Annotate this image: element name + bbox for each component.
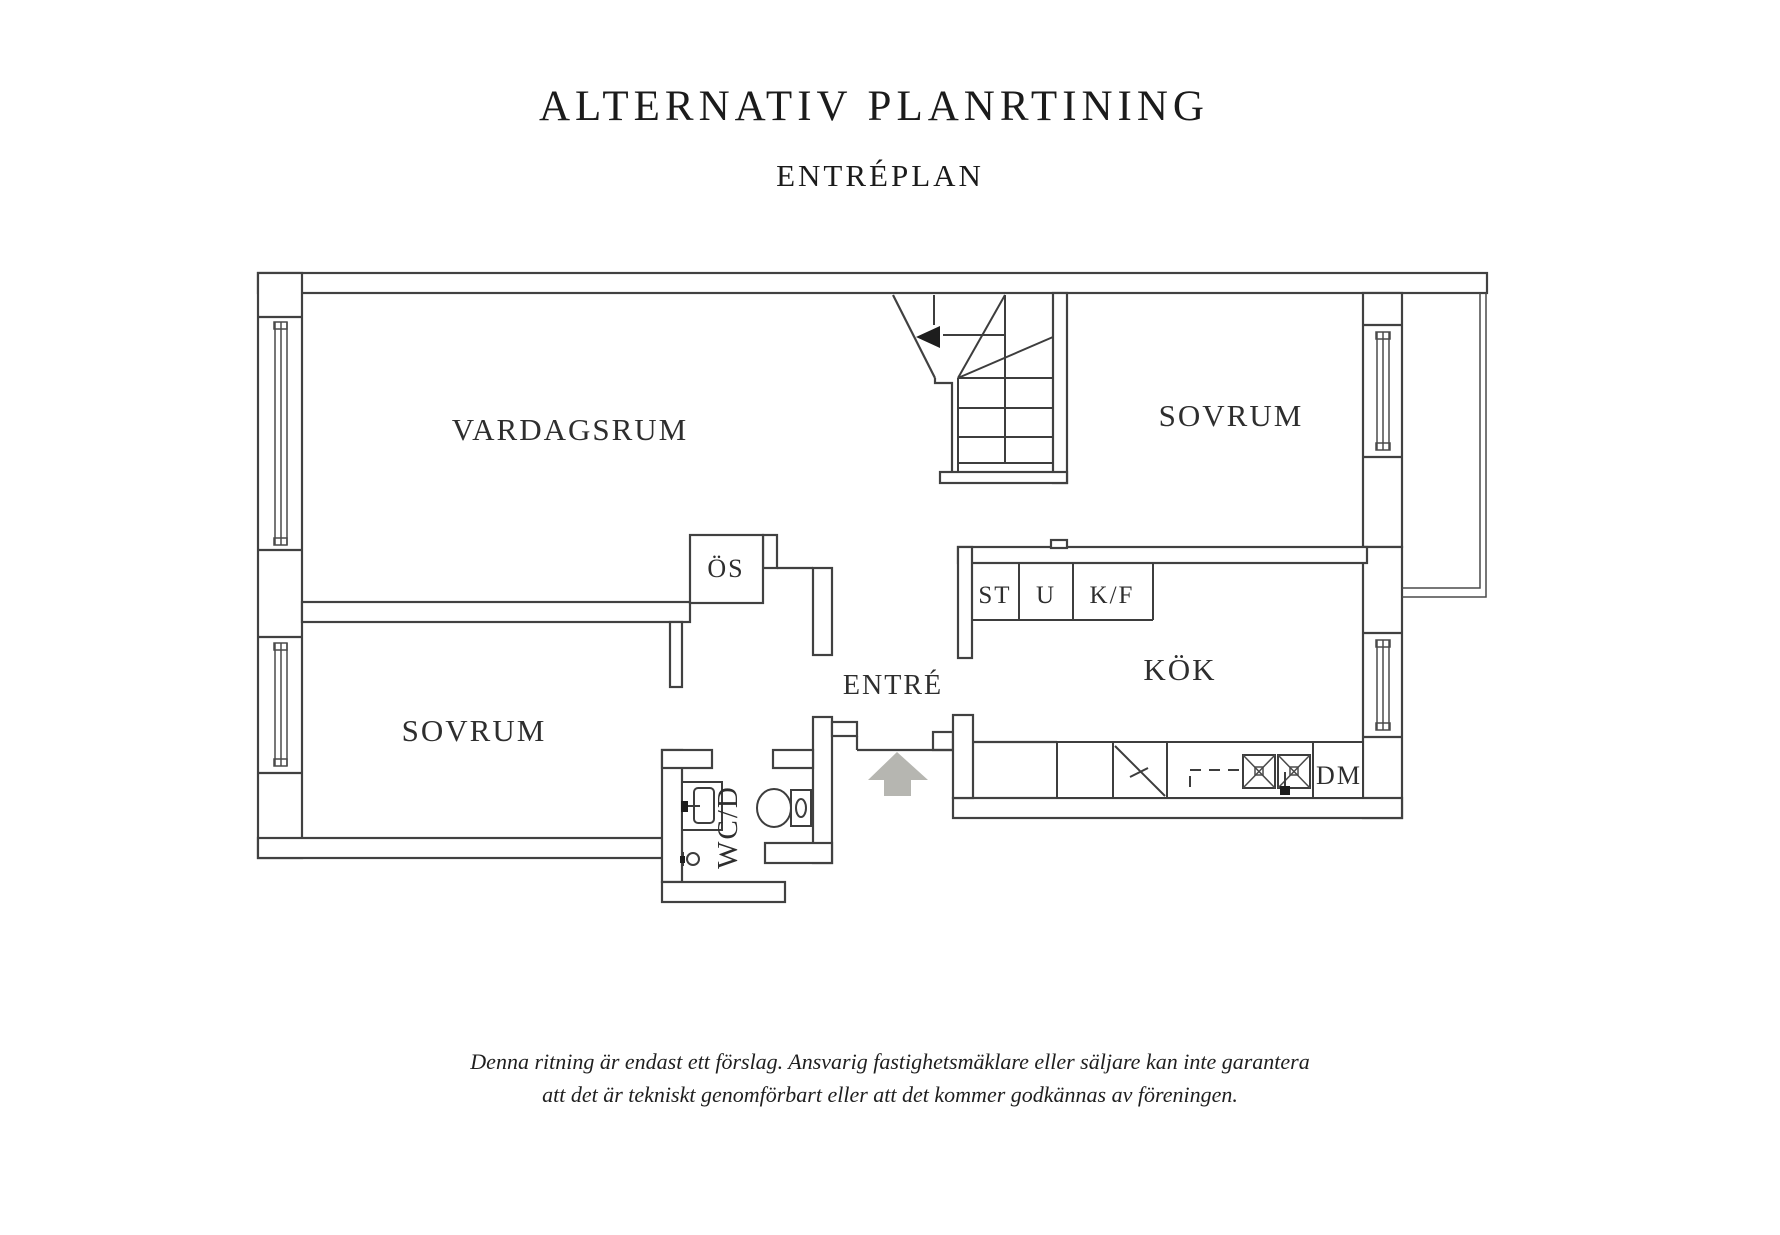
wall-segment [951, 713, 975, 800]
wall-segment [300, 600, 692, 624]
room-label-vardagsrum: VARDAGSRUM [452, 412, 689, 447]
sink-drain [1289, 766, 1299, 776]
wall-segment [763, 841, 834, 865]
window-kitchen [1363, 631, 1402, 739]
entrance-arrow-icon [868, 752, 928, 796]
balcony-rail-outer [1402, 293, 1487, 598]
room-label-sovrum-lower: SOVRUM [402, 713, 547, 748]
wall-segment [956, 545, 974, 660]
wc-walls [660, 715, 834, 904]
sink-tap [681, 801, 688, 812]
bathroom-fixtures [680, 781, 812, 866]
sink-icon [681, 781, 723, 831]
wall-segment [761, 533, 779, 570]
stair-stringer [892, 294, 936, 379]
feature-label-u: U [1036, 582, 1056, 609]
toilet-bowl [756, 788, 792, 828]
window-frame-cap [273, 321, 288, 330]
feature-label-st: ST [978, 582, 1011, 609]
shower-tap [680, 856, 685, 863]
window-frame-cap [1375, 442, 1391, 451]
feature-label-kf: K/F [1090, 582, 1135, 609]
wall-segment [811, 566, 834, 657]
staircase [892, 294, 1054, 472]
room-label-wcd: WC/D [712, 785, 744, 869]
disclaimer-line-2: att det är tekniskt genomförbart eller a… [542, 1082, 1238, 1107]
stair-edge [933, 378, 954, 472]
room-labels: VARDAGSRUM SOVRUM SOVRUM KÖK ENTRÉ WC/D [402, 398, 1304, 869]
window-frame-cap [1375, 331, 1391, 340]
wall-segment [931, 730, 955, 752]
sink-drain [1254, 766, 1264, 776]
disclaimer-line-1: Denna ritning är endast ett förslag. Ans… [470, 1049, 1310, 1074]
wall-segment [256, 836, 667, 860]
window-bedroom-upper [1363, 323, 1402, 459]
wall-segment [830, 720, 859, 738]
room-label-sovrum-upper: SOVRUM [1159, 398, 1304, 433]
window-frame-cap [1375, 722, 1391, 731]
sink-cross [1242, 754, 1276, 789]
stair-winder-tread [957, 336, 1054, 379]
balcony-rail-inner [1402, 293, 1481, 589]
wall-segment [956, 545, 1369, 565]
fireplace-box [688, 533, 765, 605]
feature-label-os: ÖS [707, 554, 744, 583]
page-subtitle: ENTRÉPLAN [776, 158, 984, 193]
toilet-icon [756, 788, 812, 828]
wall-segment [811, 715, 834, 865]
window-frame-cap [1375, 639, 1391, 648]
drain [686, 852, 700, 866]
entrance-walls [830, 713, 1057, 800]
window-frame-cap [273, 758, 288, 767]
faucet-icon [1280, 786, 1290, 795]
window-bedroom-lower [258, 635, 302, 775]
wall-vent-bump [1049, 538, 1069, 550]
window-frame-cap [273, 642, 288, 651]
toilet-flush [795, 798, 807, 818]
double-sink-icon [1242, 754, 1311, 795]
wall-segment [256, 271, 304, 860]
wall-segment [951, 796, 1404, 820]
page-title: ALTERNATIV PLANRTINING [539, 83, 1209, 130]
interior-walls [300, 291, 1369, 689]
kitchen-cabinets [972, 563, 1154, 621]
window-living-room [258, 315, 302, 552]
wall-segment [660, 748, 714, 770]
toilet-tank [790, 789, 812, 827]
disclaimer: Denna ritning är endast ett förslag. Ans… [0, 1045, 1780, 1111]
feature-label-dm: DM [1316, 761, 1362, 790]
wall-segment [771, 748, 815, 770]
room-label-kok: KÖK [1143, 652, 1216, 687]
stove-icon [1129, 767, 1149, 778]
wall-segment [938, 470, 1069, 485]
wall-segment [668, 620, 684, 689]
shower-drain-icon [680, 852, 700, 866]
room-label-entre: ENTRÉ [843, 670, 943, 701]
feature-labels: ÖS ST U K/F DM [707, 554, 1362, 790]
sink-cross [1277, 754, 1311, 789]
stair-winder-tread [957, 294, 1006, 379]
wall-segment [660, 880, 787, 904]
stair-direction-arrow-icon [916, 326, 940, 348]
wall-segment [1051, 291, 1069, 485]
balcony [1402, 293, 1487, 598]
wall-segment [660, 748, 684, 884]
window-frame-cap [273, 537, 288, 546]
kitchen-counter [1056, 741, 1364, 799]
wall-segment [256, 271, 1489, 295]
